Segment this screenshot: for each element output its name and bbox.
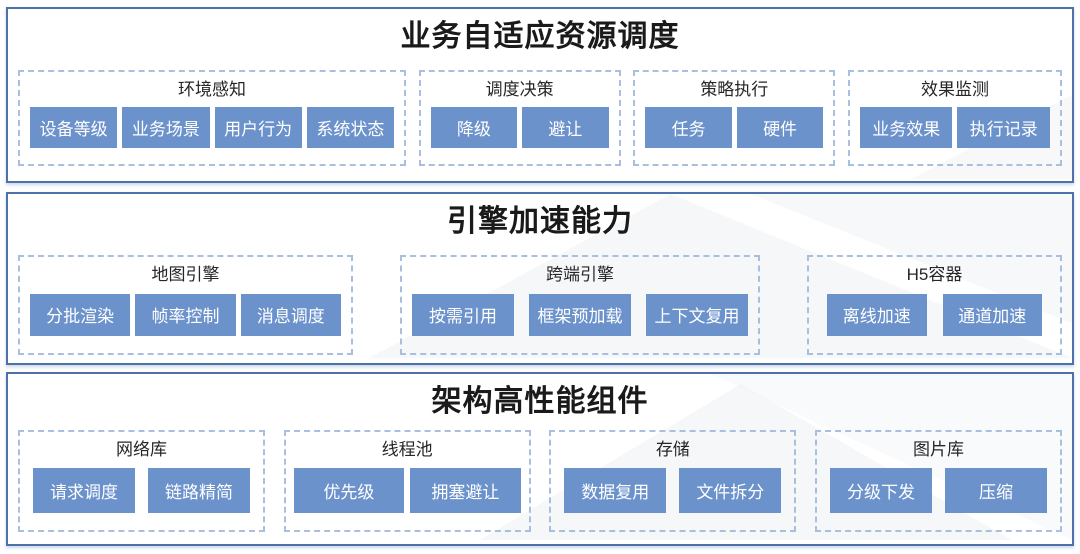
capability-box-row: 请求调度链路精简: [20, 460, 263, 530]
groups-row: 网络库请求调度链路精简线程池优先级拥塞避让存储数据复用文件拆分图片库分级下发压缩: [18, 430, 1062, 532]
capability-box: 用户行为: [214, 107, 302, 149]
capability-box: 按需引用: [412, 293, 514, 336]
capability-box: 请求调度: [33, 468, 135, 514]
capability-box: 设备等级: [30, 107, 118, 149]
capability-box: 系统状态: [306, 107, 394, 149]
section-adaptive-resource-scheduling: 业务自适应资源调度环境感知设备等级业务场景用户行为系统状态调度决策降级避让策略执…: [6, 7, 1074, 183]
capability-box: 压缩: [944, 468, 1047, 514]
group-label-storage: 存储: [655, 440, 690, 459]
capability-box: 降级: [430, 107, 518, 149]
group-label-thread-pool: 线程池: [381, 440, 433, 459]
group-label-cross-platform-engine: 跨端引擎: [546, 265, 614, 284]
group-label-network-lib: 网络库: [116, 440, 167, 459]
capability-box-row: 业务效果执行记录: [850, 100, 1060, 164]
capability-box: 文件拆分: [679, 468, 782, 514]
capability-box-row: 优先级拥塞避让: [286, 460, 529, 530]
capability-box: 业务场景: [122, 107, 210, 149]
capability-box: 通道加速: [942, 293, 1042, 336]
group-cross-platform-engine: 跨端引擎按需引用框架预加载上下文复用: [400, 255, 760, 355]
group-label-image-lib: 图片库: [912, 440, 964, 459]
group-label-h5-container: H5容器: [906, 265, 963, 284]
section-title-adaptive-resource-scheduling: 业务自适应资源调度: [400, 20, 680, 53]
section-engine-acceleration: 引擎加速能力地图引擎分批渲染帧率控制消息调度跨端引擎按需引用框架预加载上下文复用…: [6, 192, 1074, 365]
capability-box: 避让: [522, 107, 609, 149]
capability-box: 上下文复用: [646, 293, 748, 336]
capability-box: 硬件: [736, 107, 824, 149]
capability-box: 帧率控制: [135, 293, 236, 336]
capability-box: 框架预加载: [529, 293, 631, 336]
capability-box: 优先级: [293, 468, 405, 514]
capability-box: 执行记录: [957, 107, 1050, 149]
group-label-strategy-execution: 策略执行: [700, 80, 769, 99]
group-strategy-execution: 策略执行任务硬件: [633, 70, 836, 166]
group-label-map-engine: 地图引擎: [151, 265, 220, 284]
capability-box-row: 离线加速通道加速: [809, 285, 1060, 353]
capability-box: 拥塞避让: [410, 468, 521, 514]
capability-box-row: 分级下发压缩: [817, 460, 1060, 530]
group-thread-pool: 线程池优先级拥塞避让: [283, 430, 531, 532]
group-image-lib: 图片库分级下发压缩: [814, 430, 1062, 532]
capability-box: 链路精简: [148, 468, 250, 514]
capability-box: 任务: [645, 107, 732, 149]
group-map-engine: 地图引擎分批渲染帧率控制消息调度: [18, 255, 353, 355]
groups-row: 环境感知设备等级业务场景用户行为系统状态调度决策降级避让策略执行任务硬件效果监测…: [18, 70, 1062, 166]
section-high-performance-components: 架构高性能组件网络库请求调度链路精简线程池优先级拥塞避让存储数据复用文件拆分图片…: [6, 372, 1074, 546]
group-h5-container: H5容器离线加速通道加速: [807, 255, 1062, 355]
group-scheduling-decision: 调度决策降级避让: [418, 70, 621, 166]
capability-box: 离线加速: [827, 293, 927, 336]
capability-box: 分级下发: [829, 468, 932, 514]
capability-box: 消息调度: [240, 293, 341, 336]
capability-box: 数据复用: [564, 468, 667, 514]
group-label-effect-monitoring: 效果监测: [920, 80, 989, 99]
capability-box-row: 按需引用框架预加载上下文复用: [402, 285, 758, 353]
section-title-high-performance-components: 架构高性能组件: [431, 385, 649, 418]
group-storage: 存储数据复用文件拆分: [549, 430, 797, 532]
capability-box-row: 降级避让: [421, 100, 619, 164]
capability-box-row: 数据复用文件拆分: [551, 460, 794, 530]
capability-box-row: 任务硬件: [635, 100, 833, 164]
capability-box: 分批渲染: [30, 293, 131, 336]
capability-box: 业务效果: [859, 107, 953, 149]
group-environment-sensing: 环境感知设备等级业务场景用户行为系统状态: [18, 70, 406, 166]
group-network-lib: 网络库请求调度链路精简: [18, 430, 265, 532]
capability-box-row: 设备等级业务场景用户行为系统状态: [20, 100, 404, 164]
capability-box-row: 分批渲染帧率控制消息调度: [20, 285, 351, 353]
group-label-environment-sensing: 环境感知: [178, 80, 246, 99]
group-effect-monitoring: 效果监测业务效果执行记录: [847, 70, 1062, 166]
group-label-scheduling-decision: 调度决策: [485, 80, 554, 99]
section-title-engine-acceleration: 引擎加速能力: [447, 205, 633, 238]
